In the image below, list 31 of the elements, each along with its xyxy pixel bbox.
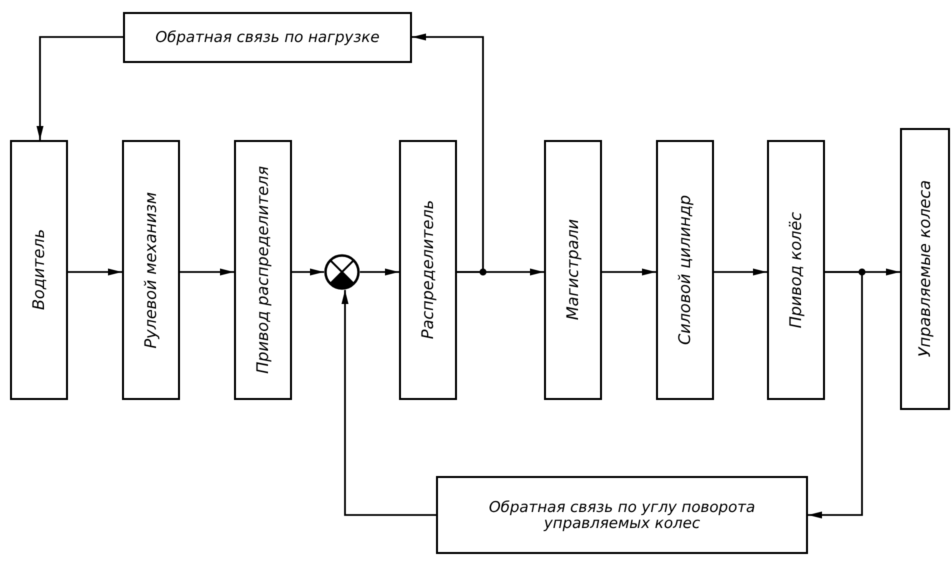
block-box (900, 128, 950, 410)
arrow (360, 268, 399, 276)
arrow (602, 268, 656, 276)
block-label: Привод колёс (788, 212, 804, 328)
block-label: Силовой цилиндр (676, 195, 694, 345)
block-box (767, 140, 825, 400)
arrow (714, 268, 767, 276)
block-label: Распределитель (420, 200, 436, 340)
comparator-circle (324, 254, 360, 290)
block-label: Привод распределителя (254, 166, 272, 374)
arrow (68, 268, 122, 276)
block-label: Обратная связь по нагрузке (155, 29, 380, 46)
block-box (544, 140, 602, 400)
block-box (436, 476, 808, 554)
block-label: Водитель (30, 229, 48, 311)
block-label: Управляемые колеса (916, 180, 934, 358)
arrow (292, 268, 324, 276)
arrow (36, 36, 123, 140)
block-box (123, 12, 412, 63)
arrow (808, 271, 863, 518)
block-label: Магистрали (564, 219, 582, 321)
block-label: Обратная связь по углу поворота управляемых колес (488, 498, 756, 532)
arrow (180, 268, 234, 276)
block-box (10, 140, 68, 400)
arrow (342, 290, 436, 516)
block-box (122, 140, 180, 400)
block-box (656, 140, 714, 400)
block-label: Рулевой механизм (142, 192, 160, 348)
block-box (234, 140, 292, 400)
arrow (412, 34, 484, 273)
block-box (399, 140, 457, 400)
